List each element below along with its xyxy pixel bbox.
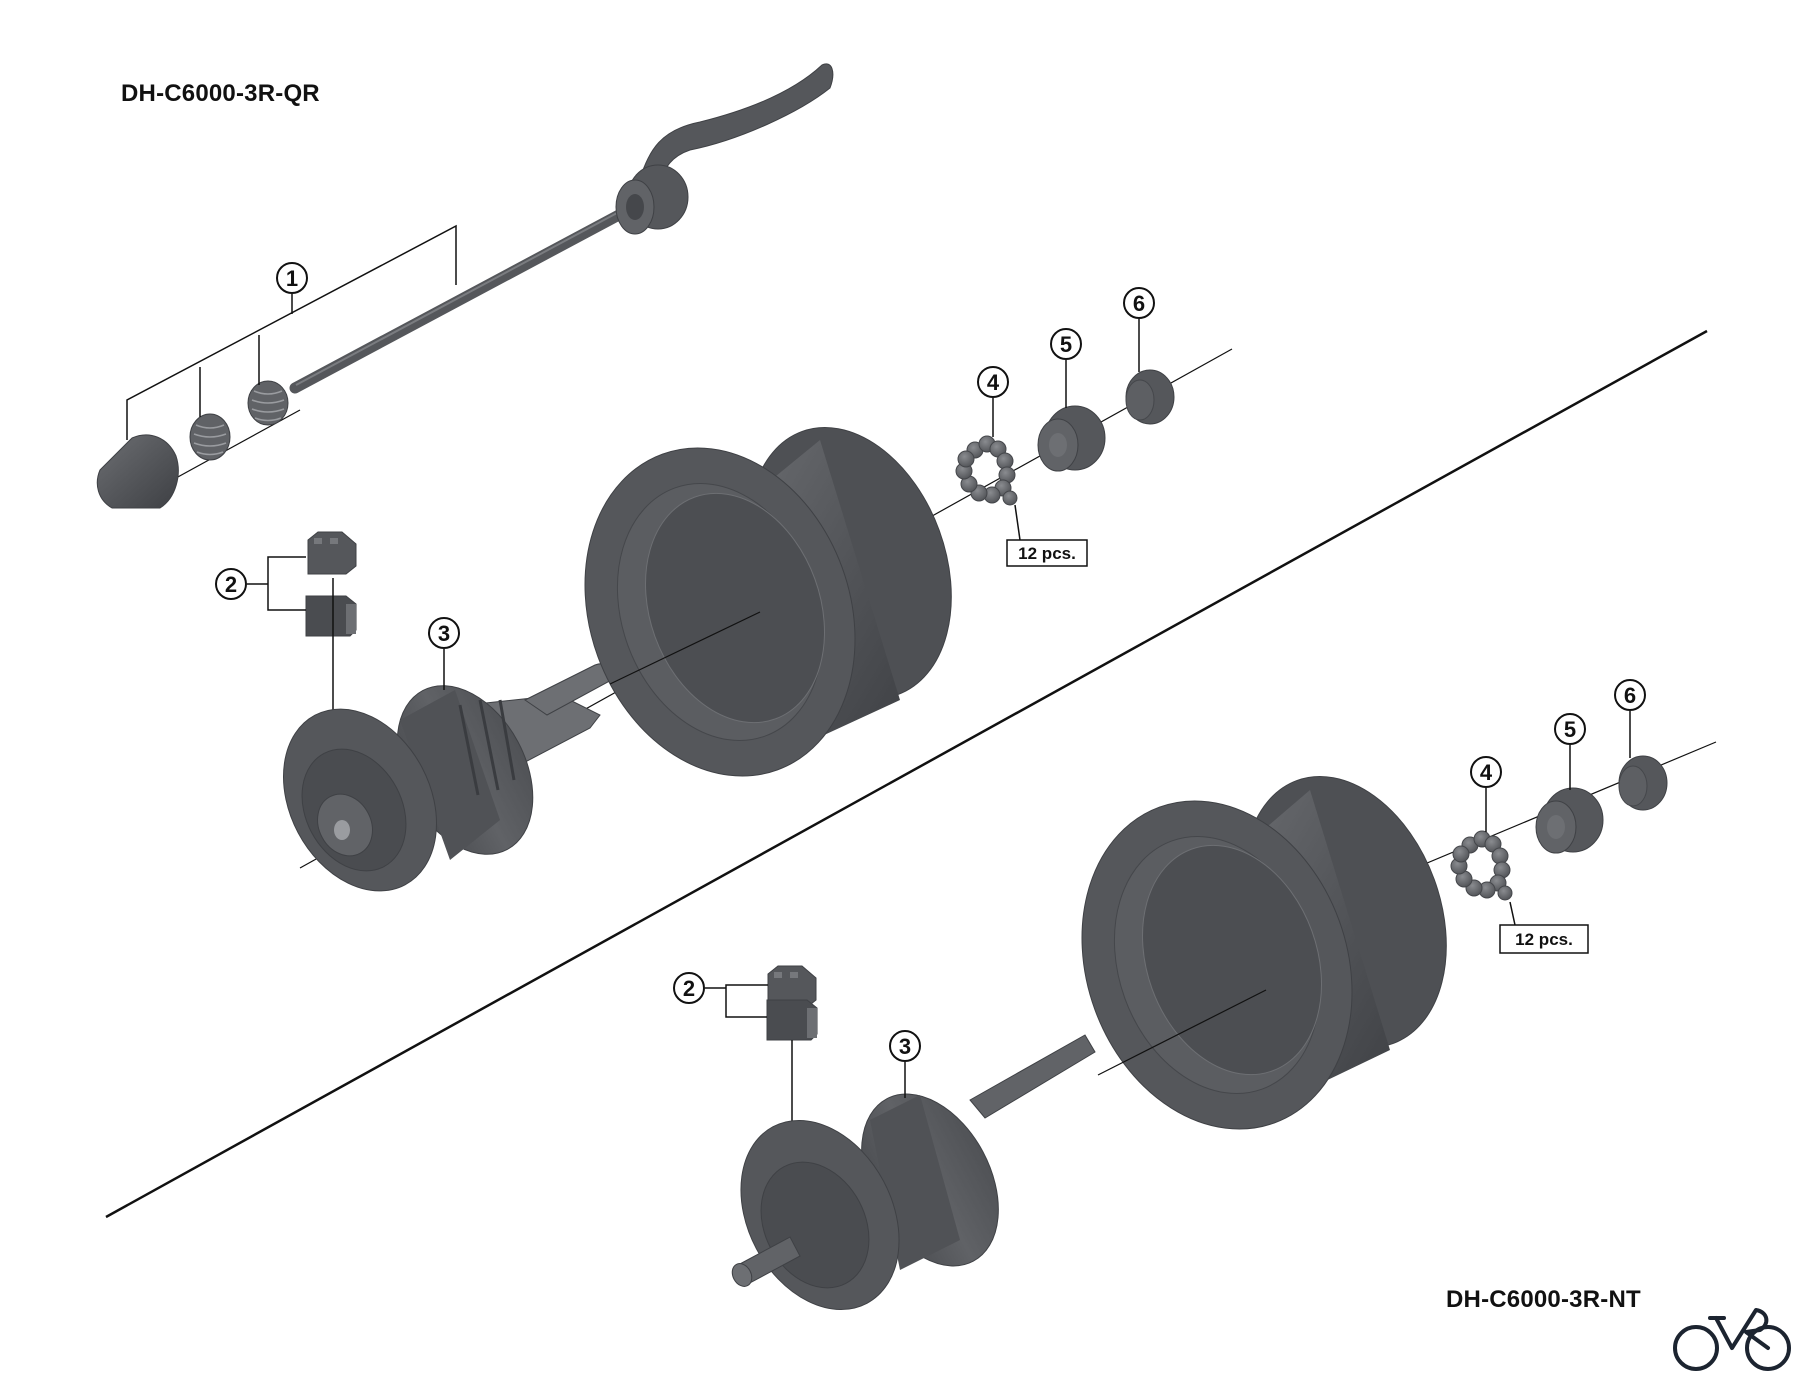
cone bbox=[1037, 405, 1106, 472]
assembly-nt: 2 3 bbox=[673, 679, 1717, 1311]
steel-balls bbox=[955, 435, 1018, 506]
svg-text:2: 2 bbox=[225, 572, 237, 597]
hub-shell bbox=[1081, 775, 1447, 1130]
cone bbox=[1535, 787, 1604, 854]
callout-6: 6 bbox=[1614, 679, 1646, 711]
skewer-nut bbox=[96, 434, 179, 509]
svg-text:1: 1 bbox=[286, 266, 298, 291]
callout-3: 3 bbox=[889, 1030, 921, 1062]
connector-cover-lower bbox=[305, 595, 357, 637]
callout-5: 5 bbox=[1050, 328, 1082, 360]
svg-text:4: 4 bbox=[987, 370, 1000, 395]
callout-1-leader bbox=[126, 224, 457, 440]
lock-nut bbox=[1125, 369, 1175, 425]
quantity-label-lower: 12 pcs. bbox=[1499, 924, 1589, 954]
svg-text:12 pcs.: 12 pcs. bbox=[1515, 930, 1573, 949]
lock-nut bbox=[1618, 755, 1668, 811]
svg-text:5: 5 bbox=[1564, 717, 1576, 742]
hub-unit-body bbox=[283, 663, 618, 892]
svg-text:5: 5 bbox=[1060, 332, 1072, 357]
callout-4: 4 bbox=[977, 366, 1009, 398]
connector-cover-lower bbox=[766, 999, 818, 1041]
section-divider-line bbox=[105, 329, 1708, 1219]
model-title-qr: DH-C6000-3R-QR bbox=[121, 80, 320, 107]
hub-shell bbox=[584, 426, 952, 777]
steel-balls bbox=[1450, 830, 1513, 901]
callout-2: 2 bbox=[673, 972, 705, 1004]
connector-cover-upper bbox=[307, 531, 357, 575]
callout-4: 4 bbox=[1470, 756, 1502, 788]
svg-text:2: 2 bbox=[683, 976, 695, 1001]
callout-2: 2 bbox=[215, 568, 247, 600]
callout-4-leader bbox=[992, 398, 1021, 541]
quick-release-lever bbox=[615, 63, 834, 235]
skewer-spring-1 bbox=[189, 413, 231, 461]
svg-text:4: 4 bbox=[1480, 760, 1493, 785]
hub-unit-body bbox=[731, 1034, 1096, 1311]
callout-3: 3 bbox=[428, 617, 460, 649]
skewer-spring-2 bbox=[247, 380, 289, 426]
skewer-rod bbox=[289, 202, 638, 394]
svg-text:6: 6 bbox=[1624, 683, 1636, 708]
quantity-label-upper: 12 pcs. bbox=[1006, 539, 1088, 567]
svg-text:3: 3 bbox=[899, 1034, 911, 1059]
model-title-nt: DH-C6000-3R-NT bbox=[1446, 1286, 1641, 1313]
svg-text:3: 3 bbox=[438, 621, 450, 646]
callout-5: 5 bbox=[1554, 713, 1586, 745]
callout-4-leader bbox=[1485, 788, 1516, 926]
assembly-qr: 1 2 bbox=[96, 63, 1233, 892]
callout-6: 6 bbox=[1123, 287, 1155, 319]
callout-1: 1 bbox=[276, 262, 308, 294]
bicycle-icon bbox=[1673, 1308, 1791, 1371]
svg-text:6: 6 bbox=[1133, 291, 1145, 316]
svg-text:12 pcs.: 12 pcs. bbox=[1018, 544, 1076, 563]
